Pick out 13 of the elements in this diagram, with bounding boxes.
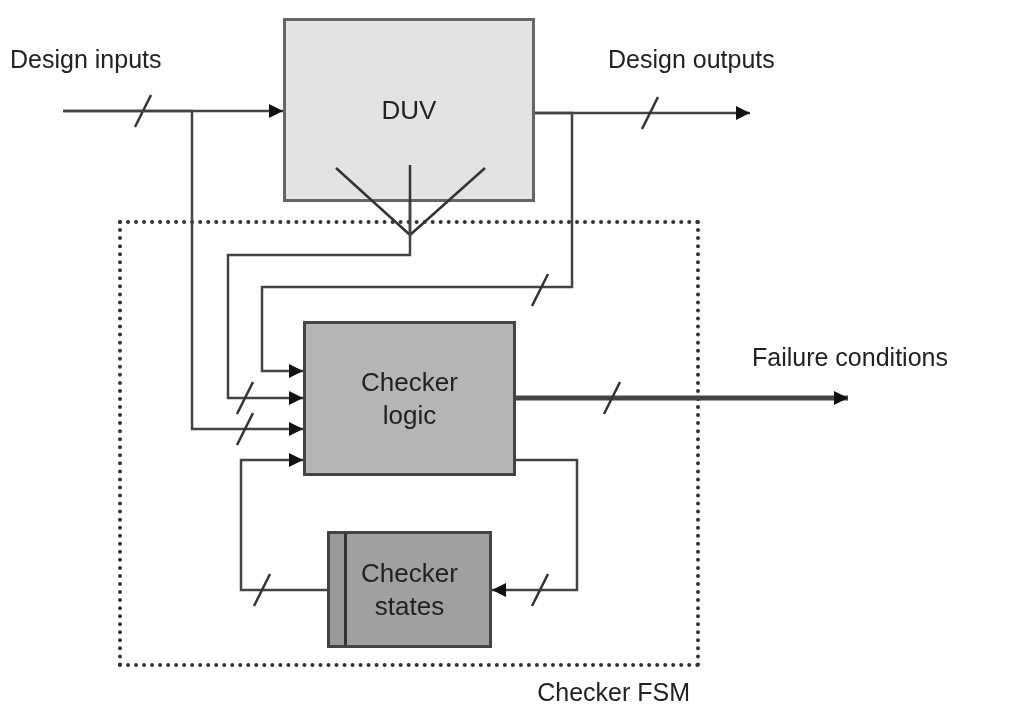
arrow [260,111,574,378]
arrow [492,458,579,597]
arrow [516,391,848,405]
box-label: DUV [381,93,437,127]
arrow [239,453,327,592]
arrow [63,109,303,436]
state-register-box [327,531,492,648]
process-box [283,18,535,202]
box-label: Checker states [360,557,459,622]
group-title: Checker FSM [537,677,690,708]
box-label: Checker logic [360,366,459,431]
process-box [303,321,516,476]
arrow [226,202,412,405]
